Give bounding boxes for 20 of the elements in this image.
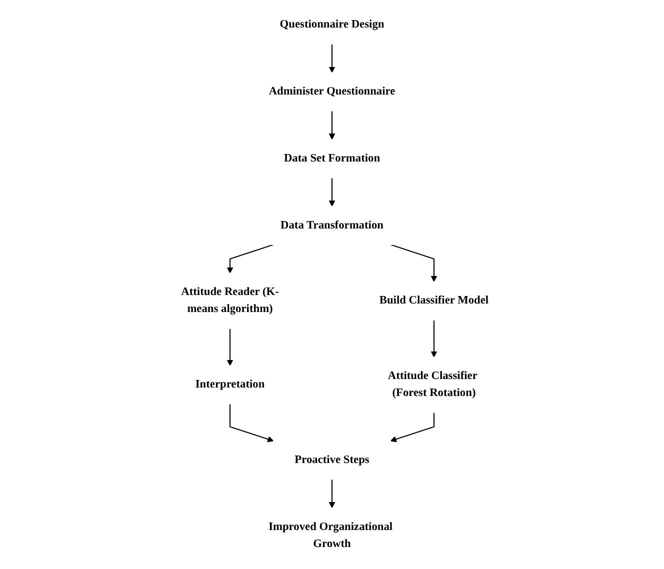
arrow [430,320,438,358]
node-text: Administer Questionnaire [268,85,396,98]
node-text: Questionnaire Design [280,18,384,31]
node-text: Attitude Reader (K-means algorithm) [181,286,279,316]
node-text: Proactive Steps [294,454,370,466]
node-text: Data Transformation [280,219,384,232]
node-text: Interpretation [195,378,265,390]
arrow [230,404,274,442]
arrow [328,479,336,508]
arrow [390,412,434,442]
node-text: Build Classifier Model [379,294,489,307]
arrow [390,244,438,282]
node-text: Attitude Classifier (Forest Rotation) [388,370,478,400]
arrow [328,178,336,207]
arrow [226,244,274,274]
arrow [328,110,336,140]
arrow [328,44,336,73]
node-text: Data Set Formation [284,152,380,164]
arrow [226,328,234,366]
node-text: Improved Organizational Growth [268,520,393,550]
